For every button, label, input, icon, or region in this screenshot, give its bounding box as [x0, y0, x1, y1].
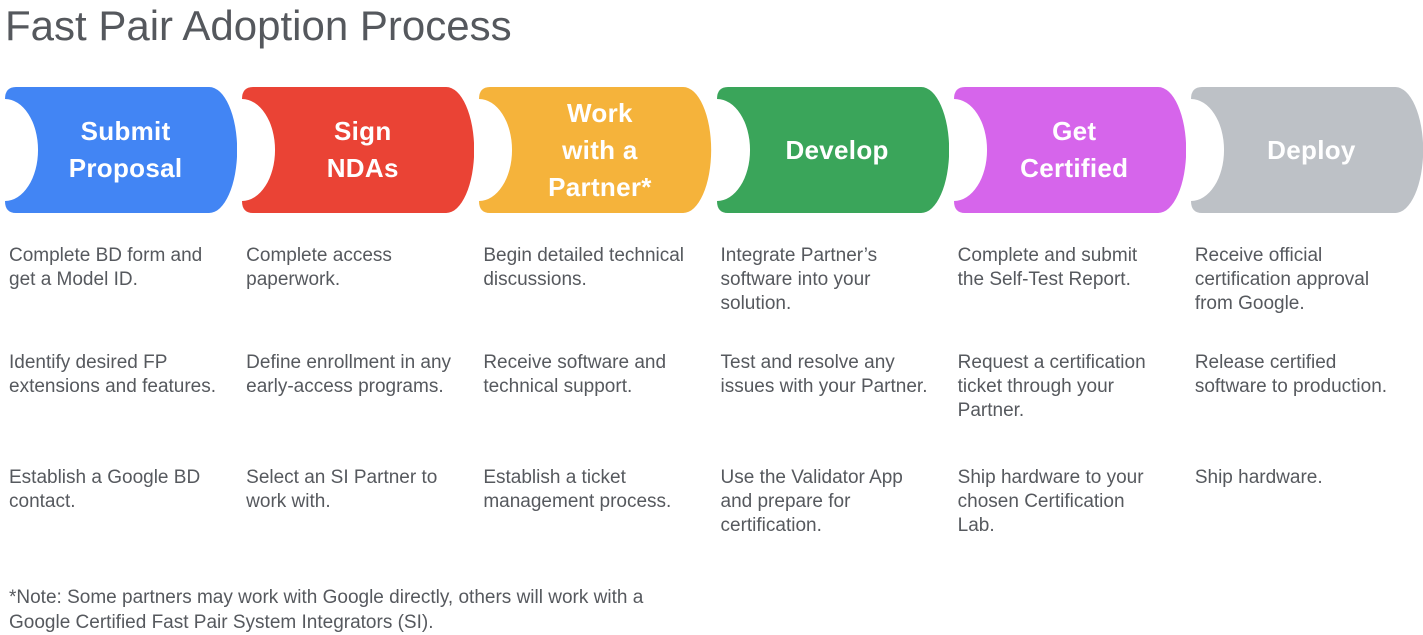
step-label: Develop	[785, 134, 889, 165]
step-work-with-a-partner: Work with a Partner*	[474, 86, 712, 214]
detail-item: Ship hardware.	[1194, 467, 1323, 488]
step-descriptions: Complete BD form and get a Model ID. Ide…	[0, 244, 1423, 578]
step-arrow-shape	[242, 87, 475, 213]
detail-item: Receive official certification approval …	[1194, 245, 1370, 314]
step-submit-proposal: Submit Proposal	[0, 86, 238, 214]
detail-item: Establish a ticket management process.	[483, 467, 672, 512]
step-arrow-shape	[5, 87, 238, 213]
step-shape-fill	[479, 87, 712, 213]
details-column-work-with-a-partner: Begin detailed technical discussions. Re…	[474, 244, 711, 578]
step-deploy: Deploy	[1186, 86, 1423, 214]
step-label: Submit Proposal	[68, 116, 183, 183]
step-arrow-shape	[716, 87, 949, 213]
step-label: Get Certified	[1020, 116, 1129, 183]
detail-item: Complete BD form and get a Model ID.	[9, 245, 203, 290]
detail-item: Receive software and technical support.	[483, 352, 667, 397]
step-arrow-shape	[1190, 87, 1423, 213]
details-column-sign-ndas: Complete access paperwork. Define enroll…	[237, 244, 474, 578]
step-shape-fill	[1190, 87, 1423, 213]
detail-item: Test and resolve any issues with your Pa…	[720, 352, 928, 397]
details-column-develop: Integrate Partner’s software into your s…	[712, 244, 949, 578]
detail-item: Release certified software to production…	[1194, 352, 1388, 397]
detail-item: Select an SI Partner to work with.	[246, 467, 438, 512]
step-get-certified: Get Certified	[949, 86, 1186, 214]
details-column-get-certified: Complete and submit the Self-Test Report…	[949, 244, 1186, 578]
detail-item: Identify desired FP extensions and featu…	[9, 352, 217, 397]
detail-item: Establish a Google BD contact.	[9, 467, 201, 512]
page-title: Fast Pair Adoption Process	[5, 2, 512, 49]
step-sign-ndas: Sign NDAs	[237, 86, 475, 214]
detail-item: Request a certification ticket through y…	[957, 352, 1146, 421]
step-shape-fill	[953, 87, 1186, 213]
step-label: Deploy	[1267, 134, 1356, 165]
step-shape-fill	[5, 87, 238, 213]
detail-item: Integrate Partner’s software into your s…	[720, 245, 878, 314]
detail-item: Complete and submit the Self-Test Report…	[957, 245, 1138, 290]
detail-item: Begin detailed technical discussions.	[483, 245, 685, 290]
step-shape-fill	[242, 87, 475, 213]
step-develop: Develop	[712, 86, 949, 214]
detail-item: Use the Validator App and prepare for ce…	[720, 467, 903, 536]
step-label: Sign NDAs	[326, 116, 399, 183]
detail-item: Ship hardware to your chosen Certificati…	[957, 467, 1144, 536]
details-column-deploy: Receive official certification approval …	[1186, 244, 1423, 578]
details-column-submit-proposal: Complete BD form and get a Model ID. Ide…	[0, 244, 237, 578]
process-band: Submit Proposal Sign NDAs Work with a Pa…	[0, 86, 1423, 214]
step-label: Work with a Partner*	[548, 97, 652, 202]
step-shape-fill	[716, 87, 949, 213]
footnote: *Note: Some partners may work with Googl…	[9, 587, 644, 633]
detail-item: Complete access paperwork.	[246, 245, 392, 290]
detail-item: Define enrollment in any early-access pr…	[246, 352, 452, 397]
step-arrow-shape	[479, 87, 712, 213]
step-arrow-shape	[953, 87, 1186, 213]
